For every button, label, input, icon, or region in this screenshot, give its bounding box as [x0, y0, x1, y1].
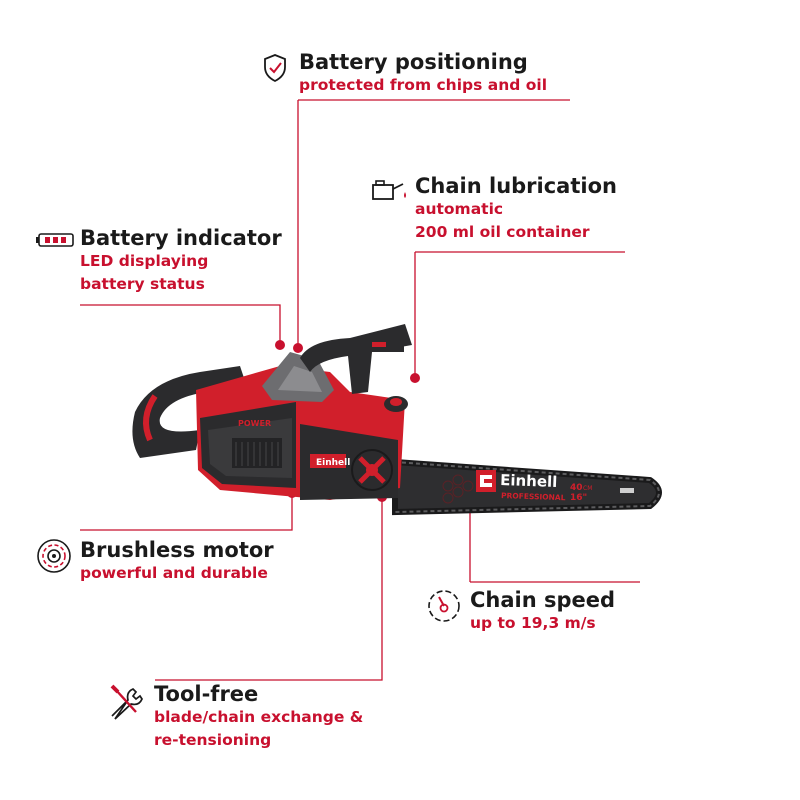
bar-size-cm-unit: CM [583, 485, 592, 492]
feature-title: Battery indicator [80, 226, 282, 250]
feature-title: Chain lubrication [415, 174, 617, 198]
feature-subtitle: blade/chain exchange & [154, 708, 364, 726]
motor-icon [37, 539, 71, 573]
feature-subtitle: 200 ml oil container [415, 223, 590, 241]
power-series-label: POWER [238, 419, 271, 428]
feature-title: Brushless motor [80, 538, 274, 562]
feature-title: Chain speed [470, 588, 616, 612]
wrench-screwdriver-icon [110, 684, 143, 720]
bar-brand-label: Einhell [500, 471, 558, 491]
battery-level-icon [36, 233, 74, 247]
bar-size-cm: 40 [570, 483, 583, 493]
feature-subtitle: up to 19,3 m/s [470, 614, 596, 632]
bar-type-label: PROFESSIONAL [501, 491, 566, 502]
feature-subtitle: protected from chips and oil [299, 76, 548, 94]
leader-chain-speed [469, 505, 640, 583]
leader-brushless-motor [80, 493, 293, 531]
bar-size-inch: 16" [570, 493, 587, 503]
leader-dot-battery-indicator [275, 340, 285, 350]
leader-battery-indicator [80, 304, 281, 345]
leader-dot-battery-positioning [293, 343, 303, 353]
leader-tool-free [155, 497, 383, 681]
shield-check-icon [264, 54, 286, 83]
feature-title: Tool-free [154, 682, 259, 706]
leader-dot-chain-lubrication [410, 373, 420, 383]
feature-subtitle: automatic [415, 200, 504, 218]
feature-subtitle: powerful and durable [80, 564, 268, 582]
feature-subtitle: LED displaying [80, 252, 209, 270]
feature-subtitle: battery status [80, 275, 205, 293]
body-brand-label: Einhell [316, 458, 350, 468]
feature-subtitle: re-tensioning [154, 731, 272, 749]
feature-title: Battery positioning [299, 50, 528, 74]
leader-battery-positioning [297, 99, 570, 348]
oil-can-icon [372, 180, 406, 200]
leader-chain-lubrication [414, 251, 625, 378]
speedometer-icon [428, 590, 460, 622]
guide-bar: Einhell PROFESSIONAL 40 CM 16" [392, 458, 662, 516]
